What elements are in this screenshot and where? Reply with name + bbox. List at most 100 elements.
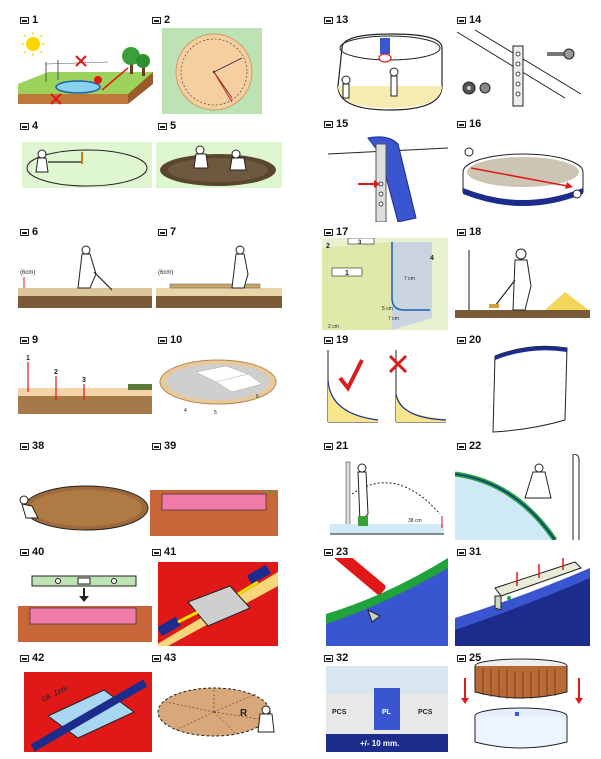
image-icon <box>457 16 466 24</box>
panel-number: 13 <box>336 14 349 26</box>
svg-text:2 cm: 2 cm <box>328 324 339 330</box>
outline-tracing-illustration <box>22 142 152 188</box>
panel-number: 25 <box>469 652 482 664</box>
svg-text:1: 1 <box>345 270 349 277</box>
panel-number: 15 <box>336 118 349 130</box>
panel-13: 13 <box>322 14 447 112</box>
panel-number: 19 <box>336 334 349 346</box>
image-icon <box>152 548 161 556</box>
radius-check-diagram: R <box>157 687 275 737</box>
panel-18: 18 <box>455 226 590 320</box>
panel-6: 6 (6cm) <box>18 226 152 312</box>
svg-text:3: 3 <box>82 377 86 384</box>
wall-measuring-illustration <box>462 147 584 206</box>
panel-1: 1 <box>18 14 153 110</box>
wall-cladding-illustration <box>461 658 583 749</box>
image-icon <box>20 122 29 130</box>
image-icon <box>324 120 333 128</box>
svg-text:2: 2 <box>326 243 330 250</box>
cove-correct-incorrect <box>327 350 447 423</box>
plate-gap-detail: ca. 1cm <box>24 672 152 752</box>
leveling-board-illustration: (6cm) <box>156 245 282 308</box>
site-selection-illustration <box>18 32 153 105</box>
panel-20: 20 <box>455 334 590 434</box>
panel-number: 17 <box>336 226 349 238</box>
panel-43: 43 R <box>150 652 278 752</box>
panel-14: 14 <box>455 14 590 110</box>
wall-joint-bolts <box>456 29 582 107</box>
image-icon <box>20 16 29 24</box>
svg-text:4: 4 <box>184 408 187 414</box>
checkmark-icon <box>338 359 364 392</box>
panel-10: 10 4 5 6 <box>156 334 282 418</box>
panel-number: 16 <box>469 118 482 130</box>
image-icon <box>324 442 333 450</box>
image-icon <box>457 654 466 662</box>
coping-install-illustration <box>455 454 580 540</box>
panel-19: 19 <box>322 334 448 428</box>
panel-number: 20 <box>469 334 482 346</box>
svg-text:3: 3 <box>358 240 362 246</box>
image-icon <box>457 228 466 236</box>
wall-profile-insertion <box>328 136 448 222</box>
cutter-icon <box>334 558 386 623</box>
panel-number: 38 <box>32 440 45 452</box>
panel-number: 14 <box>469 14 482 26</box>
digging-illustration <box>156 142 282 188</box>
panel-number: 4 <box>32 120 39 132</box>
liner-sheet-illustration <box>492 345 568 433</box>
svg-text:PCS: PCS <box>332 709 347 716</box>
panel-number: 40 <box>32 546 45 558</box>
svg-text:R: R <box>240 708 248 719</box>
arrow-icon <box>177 580 259 624</box>
pool-outline-marking <box>162 28 262 114</box>
panel-16: 16 <box>455 118 590 218</box>
cross-icon <box>388 354 408 374</box>
panel-number: 1 <box>32 14 39 26</box>
nut-icon <box>462 81 491 95</box>
panel-number: 39 <box>164 440 177 452</box>
cove-detail-diagram: 3 1 2 4 7 cm 5 cm 7 cm 2 cm <box>322 238 448 330</box>
panel-39: 39 <box>150 440 278 536</box>
image-icon <box>20 548 29 556</box>
svg-text:7 cm: 7 cm <box>404 276 415 282</box>
image-icon <box>324 336 333 344</box>
image-icon <box>152 16 161 24</box>
panel-23: 23 <box>322 546 448 646</box>
leveling-steps-diagram: 1 2 3 <box>18 355 152 414</box>
panel-number: 7 <box>170 226 177 238</box>
panel-number: 21 <box>336 440 349 452</box>
mulch-base-illustration <box>19 485 149 531</box>
panel-40: 40 <box>18 546 152 642</box>
top-rail-fitting <box>455 558 590 646</box>
screw-icon <box>547 48 575 60</box>
svg-text:4: 4 <box>430 255 434 262</box>
panel-number: 32 <box>336 652 349 664</box>
panel-number: 5 <box>170 120 177 132</box>
svg-text:6: 6 <box>256 394 259 400</box>
wall-unrolling-illustration <box>337 33 443 111</box>
panel-42: 42 ca. 1cm <box>18 652 152 752</box>
panel-number: 6 <box>32 226 39 238</box>
image-icon <box>158 336 167 344</box>
panel-25: 25 <box>455 652 590 752</box>
image-icon <box>457 120 466 128</box>
water-filling-illustration: 38 cm <box>330 461 444 535</box>
svg-text:38 cm: 38 cm <box>408 518 422 524</box>
panel-7: 7 (6cm) <box>156 226 282 312</box>
image-icon <box>324 16 333 24</box>
panel-21: 21 38 cm <box>322 440 448 540</box>
base-plate-connection <box>158 562 278 646</box>
level-tool-icon <box>31 575 137 587</box>
image-icon <box>457 548 466 556</box>
panel-number: 2 <box>164 14 171 26</box>
leveling-base-illustration: (6cm) <box>18 245 152 308</box>
arrow-icon <box>461 678 583 704</box>
svg-text:1: 1 <box>26 355 30 362</box>
panel-number: 41 <box>164 546 177 558</box>
soil-cross-section <box>150 490 278 536</box>
image-icon <box>324 548 333 556</box>
panel-22: 22 <box>455 440 590 540</box>
image-icon <box>20 654 29 662</box>
panel-5: 5 <box>156 120 282 190</box>
